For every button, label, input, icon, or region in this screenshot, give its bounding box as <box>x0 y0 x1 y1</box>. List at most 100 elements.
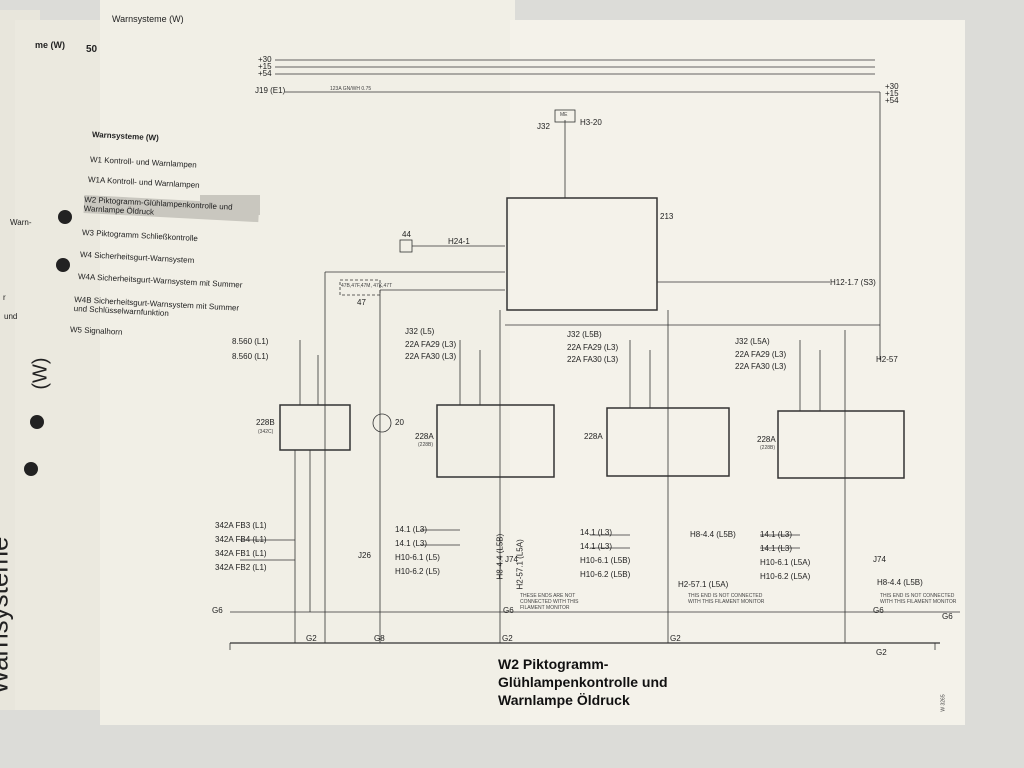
connector-label: H2-57.1 (L5A) <box>515 539 525 590</box>
ground-label: G2 <box>670 634 681 643</box>
connector-me <box>554 109 576 123</box>
left-page-number: 50 <box>86 44 98 55</box>
ground-label: G2 <box>306 634 317 643</box>
rail-label: +54 <box>258 69 272 78</box>
connector-label: H10-6.1 (L5A) <box>760 558 811 567</box>
wire-label: 123A GN/WH 0.75 <box>330 86 372 92</box>
connector-label: J26 <box>358 551 371 560</box>
connector-label: H10-6.2 (L5A) <box>760 572 811 581</box>
page-title-line: Warnlampe Öldruck <box>498 692 630 708</box>
connector-44 <box>399 239 413 253</box>
connector-label: J74 <box>505 555 518 564</box>
module-228a-1 <box>436 404 555 478</box>
connector-label: 342A FB2 (L1) <box>215 563 267 572</box>
connector-label: J19 (E1) <box>255 86 286 95</box>
wire-label: 8.560 (L1) <box>232 352 269 361</box>
connector-label: J32 (L5) <box>405 327 435 336</box>
binder-hole <box>56 258 70 272</box>
ground-label: G6 <box>942 612 953 621</box>
connector-label: H12-1.7 (S3) <box>830 278 876 287</box>
connector-label: H24-1 <box>448 237 470 246</box>
connector-label: 14.1 (L3) <box>395 525 428 534</box>
connector-label: H3-20 <box>580 118 602 127</box>
connector-pins: 47B,47F,47M, 47K,47T <box>341 283 393 289</box>
left-page-edge <box>15 20 106 710</box>
connector-label: H10-6.1 (L5) <box>395 553 440 562</box>
connector-label: ME <box>560 112 568 118</box>
text-fragment: r <box>3 293 6 302</box>
binder-hole <box>58 210 72 224</box>
module-228b <box>279 404 351 451</box>
component-label: 47 <box>357 298 366 307</box>
page-title-line: W2 Piktogramm- <box>498 656 609 672</box>
connector-label: H10-6.2 (L5) <box>395 567 440 576</box>
rail-label: +15 <box>258 62 272 71</box>
rail-label: +30 <box>258 55 272 64</box>
main-page-left <box>100 0 515 725</box>
page-title: W2 Piktogramm- Glühlampenkontrolle und W… <box>498 655 668 709</box>
connector-label: J32 (L5B) <box>567 330 602 339</box>
connector-label: 22A FA29 (L3) <box>735 350 787 359</box>
ground-label: G2 <box>502 634 513 643</box>
connector-label: 14.1 (L3) <box>395 539 428 548</box>
footer-code: W 3265 <box>940 694 947 712</box>
connector-label: 14.1 (L3) <box>580 528 613 537</box>
connector-label: 342A FB4 (L1) <box>215 535 267 544</box>
module-label: 228A <box>757 435 776 444</box>
connector-label: H10-6.2 (L5B) <box>580 570 631 579</box>
ground-label: G6 <box>873 606 884 615</box>
connector-label: 22A FA30 (L3) <box>735 362 787 371</box>
connector-label: J74 <box>873 555 886 564</box>
connector-label: H2-57.1 (L5A) <box>678 580 729 589</box>
rail-label: +54 <box>885 96 899 105</box>
component-label: 213 <box>660 212 674 221</box>
connector-label: 22A FA30 (L3) <box>567 355 619 364</box>
module-label: 228B <box>256 418 275 427</box>
ground-label: G6 <box>503 606 514 615</box>
connector-label: 22A FA29 (L3) <box>567 343 619 352</box>
connector-label: H8-4.4 (L5B) <box>877 578 923 587</box>
connector-label: J32 <box>537 122 550 131</box>
connector-label: H2-57 <box>876 355 898 364</box>
module-label: (342C) <box>258 429 274 435</box>
module-213 <box>506 197 658 311</box>
ground-label: G8 <box>374 634 385 643</box>
ground-label: G2 <box>876 648 887 657</box>
note: THESE ENDS ARE NOT CONNECTED WITH THIS F… <box>520 593 579 611</box>
connector-label: H8-4.4 (L5B) <box>495 533 505 580</box>
page-header: Warnsysteme (W) <box>112 14 184 24</box>
module-228a-3 <box>777 410 905 479</box>
rail-label: +30 <box>885 82 899 91</box>
module-label: 228A <box>584 432 603 441</box>
connector-label: H10-6.1 (L5B) <box>580 556 631 565</box>
module-label: (228B) <box>418 442 434 448</box>
connector-label: 22A FA30 (L3) <box>405 352 457 361</box>
main-page-right <box>510 20 965 725</box>
module-label: 228A <box>415 432 434 441</box>
left-edge-header: me (W) <box>35 40 65 50</box>
connector-label: 14.1 (L3) <box>760 544 793 553</box>
note: THIS END IS NOT CONNECTED WITH THIS FILA… <box>688 593 765 605</box>
note: THIS END IS NOT CONNECTED WITH THIS FILA… <box>880 593 957 605</box>
ground-label: G6 <box>212 606 223 615</box>
wire-label: 8.560 (L1) <box>232 337 269 346</box>
binder-hole <box>30 415 44 429</box>
component-label: 20 <box>395 418 404 427</box>
text-fragment: Warn- <box>10 218 32 227</box>
connector-label: 22A FA29 (L3) <box>405 340 457 349</box>
connector-label: H8-4.4 (L5B) <box>690 530 736 539</box>
connector-label: J32 (L5A) <box>735 337 770 346</box>
component-20 <box>372 413 392 433</box>
connector-label: 342A FB3 (L1) <box>215 521 267 530</box>
connector-47 <box>339 279 381 296</box>
binder-hole <box>24 462 38 476</box>
text-fragment: und <box>4 312 18 321</box>
connector-label: 342A FB1 (L1) <box>215 549 267 558</box>
connector-label: 14.1 (L3) <box>580 542 613 551</box>
component-label: 44 <box>402 230 411 239</box>
rail-label: +15 <box>885 89 899 98</box>
connector-label: 14.1 (L3) <box>760 530 793 539</box>
module-label: (228B) <box>760 445 776 451</box>
page-title-line: Glühlampenkontrolle und <box>498 674 668 690</box>
